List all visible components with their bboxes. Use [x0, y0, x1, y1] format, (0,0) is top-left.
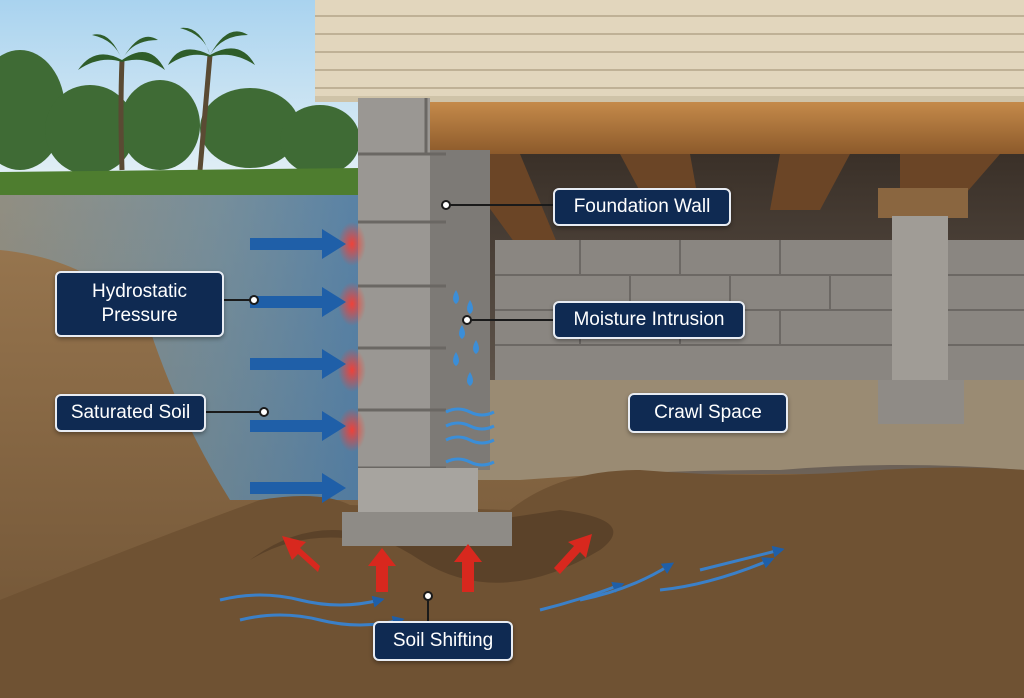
label-soil-shifting-text: Soil Shifting — [392, 630, 494, 652]
foundation-wall — [342, 98, 512, 546]
palm-tree-icon — [118, 54, 213, 171]
void-cavity — [250, 510, 614, 583]
label-crawl-space-text: Crawl Space — [654, 402, 762, 424]
tree-line — [0, 50, 360, 175]
water-flow-icon — [219, 545, 785, 628]
label-moisture-intrusion: Moisture Intrusion — [553, 301, 745, 339]
label-hydrostatic-pressure-text: Hydrostatic Pressure — [91, 281, 188, 326]
pressure-glow — [338, 222, 366, 452]
label-moisture-intrusion-text: Moisture Intrusion — [573, 309, 725, 331]
floor-beam — [430, 102, 1024, 154]
support-pier — [878, 188, 968, 424]
label-hydrostatic-pressure: Hydrostatic Pressure — [55, 271, 224, 337]
soil-shift-arrow-icon — [282, 534, 592, 592]
leader-lines — [206, 200, 553, 622]
house-siding — [315, 0, 1024, 98]
label-foundation-wall-text: Foundation Wall — [573, 196, 711, 218]
label-crawl-space: Crawl Space — [628, 393, 788, 433]
shifted-soil — [0, 467, 1024, 698]
label-saturated-soil-text: Saturated Soil — [70, 402, 191, 424]
grass — [0, 168, 360, 195]
seepage-icon — [445, 407, 495, 467]
label-soil-shifting: Soil Shifting — [373, 621, 513, 661]
label-saturated-soil: Saturated Soil — [55, 394, 206, 432]
label-foundation-wall: Foundation Wall — [553, 188, 731, 226]
water-drop-icon — [453, 290, 479, 386]
pressure-arrow-icon — [250, 229, 346, 503]
